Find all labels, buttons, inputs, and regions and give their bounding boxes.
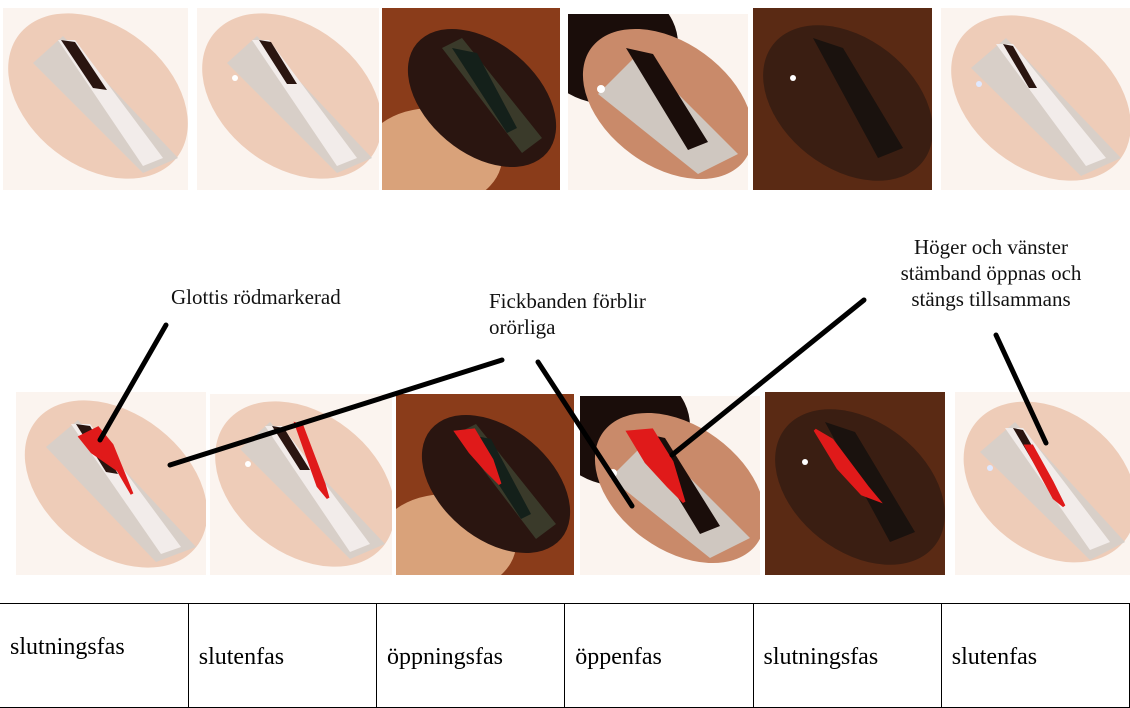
bottom-frame-2 <box>210 394 392 575</box>
annotation-glottis: Glottis rödmarkerad <box>171 284 341 310</box>
annotation-fickbanden: Fickbanden förblir orörliga <box>489 288 646 340</box>
phase-cell-2: slutenfas <box>188 604 376 708</box>
phase-cell-1: slutningsfas <box>0 604 188 708</box>
top-frame-2 <box>197 8 379 190</box>
annotation-stamband-line2: stämband öppnas och <box>856 260 1126 286</box>
bottom-frame-4 <box>580 396 760 575</box>
top-frame-6 <box>941 8 1130 190</box>
annotation-stamband: Höger och vänster stämband öppnas och st… <box>856 234 1126 312</box>
phase-table: slutningsfas slutenfas öppningsfas öppen… <box>0 603 1130 708</box>
bottom-frame-1 <box>16 392 206 575</box>
bottom-frame-3 <box>396 394 574 575</box>
annotation-fickbanden-line1: Fickbanden förblir <box>489 288 646 314</box>
top-frame-1 <box>3 8 188 190</box>
phase-cell-3: öppningsfas <box>377 604 565 708</box>
bottom-frame-5 <box>765 392 945 575</box>
top-frame-5 <box>753 8 932 190</box>
phase-row: slutningsfas slutenfas öppningsfas öppen… <box>0 604 1130 708</box>
bottom-frame-6 <box>955 392 1130 575</box>
top-frame-3 <box>382 8 560 190</box>
annotation-stamband-line3: stängs tillsammans <box>856 286 1126 312</box>
top-frame-4 <box>568 14 748 190</box>
annotation-fickbanden-line2: orörliga <box>489 314 646 340</box>
phase-cell-5: slutningsfas <box>753 604 941 708</box>
annotation-stamband-line1: Höger och vänster <box>856 234 1126 260</box>
phase-cell-4: öppenfas <box>565 604 753 708</box>
phase-cell-6: slutenfas <box>941 604 1129 708</box>
